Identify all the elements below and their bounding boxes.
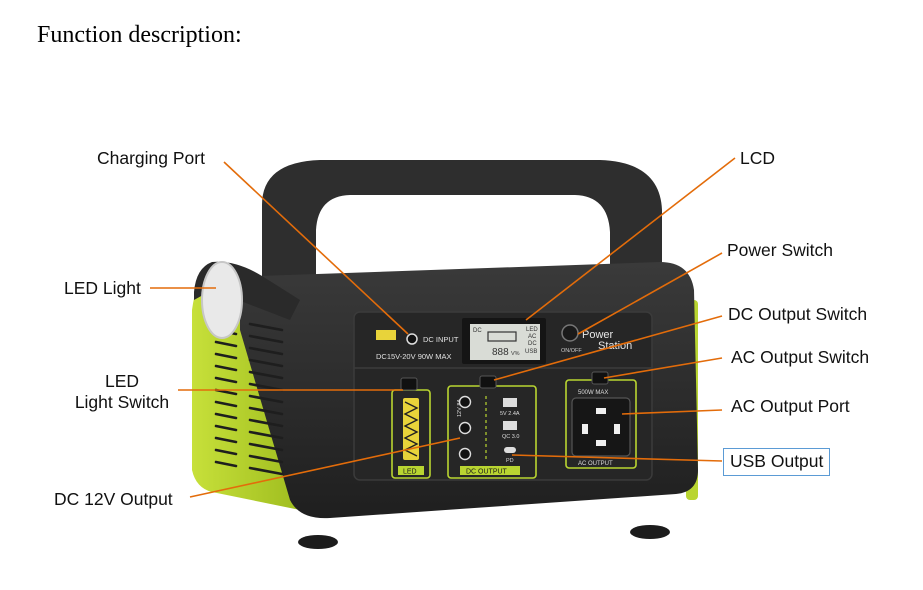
- solar-icon: [376, 330, 396, 340]
- dc-input-label: DC INPUT: [423, 335, 459, 344]
- foot: [298, 535, 338, 549]
- label-charging-port: Charging Port: [97, 148, 205, 168]
- lcd-battery-icon: [487, 331, 517, 342]
- power-button[interactable]: [561, 324, 579, 342]
- dc-input-spec: DC15V-20V 90W MAX: [376, 352, 451, 361]
- led-lamp: [201, 261, 243, 339]
- handle: [262, 160, 662, 300]
- power-station-line1: Power: [582, 329, 614, 341]
- lcd-led-label: LED: [526, 327, 538, 333]
- label-dc-12v-output: DC 12V Output: [54, 489, 173, 509]
- dc-spec: 12V 8A: [457, 399, 463, 417]
- ac-output-label: AC OUTPUT: [578, 461, 613, 467]
- led-section-label: LED: [403, 469, 417, 476]
- lcd-ac-label: AC: [528, 334, 537, 340]
- label-led-light: LED Light: [64, 278, 141, 298]
- label-led-light-switch-line2: Light Switch: [74, 392, 170, 412]
- ac-socket[interactable]: [571, 397, 631, 457]
- dc-output-label: DC OUTPUT: [466, 469, 508, 476]
- pd-label: PD: [506, 458, 514, 464]
- page-title: Function description:: [37, 22, 242, 48]
- lcd-dc2-label: DC: [528, 341, 537, 347]
- leader-lines: [150, 157, 736, 498]
- lcd-unit: V%: [511, 351, 520, 357]
- label-ac-output-port: AC Output Port: [731, 396, 850, 416]
- label-dc-output-switch: DC Output Switch: [728, 304, 868, 324]
- label-led-light-switch: LED Light Switch: [69, 371, 175, 413]
- label-lcd: LCD: [740, 148, 776, 168]
- lcd-screen: [470, 324, 540, 360]
- usb-c-port[interactable]: [504, 447, 516, 453]
- led-switch[interactable]: [400, 377, 418, 391]
- label-power-switch: Power Switch: [727, 240, 834, 260]
- label-ac-output-switch: AC Output Switch: [731, 347, 870, 367]
- lcd-dc-label: DC: [473, 328, 482, 334]
- label-usb-output: USB Output: [723, 448, 831, 476]
- dc-12v-port[interactable]: [458, 447, 472, 461]
- foot: [630, 525, 670, 539]
- dc-output-switch[interactable]: [479, 375, 497, 389]
- dc-12v-port[interactable]: [458, 421, 472, 435]
- lcd-usb-label: USB: [525, 349, 537, 355]
- lcd-digits: 888: [492, 347, 509, 358]
- led-lamp-pattern: [403, 401, 419, 457]
- charging-port-jack: [406, 333, 418, 345]
- ac-max-label: 500W MAX: [578, 390, 608, 396]
- label-led-light-switch-line1: LED: [104, 371, 140, 391]
- usb-spec-2: QC 3.0: [502, 434, 519, 440]
- dc-12v-port[interactable]: [458, 395, 472, 409]
- usb-port[interactable]: [503, 398, 517, 407]
- on-off-label: ON/OFF: [561, 348, 582, 354]
- usb-spec-1: 5V 2.4A: [500, 411, 520, 417]
- usb-port[interactable]: [503, 421, 517, 430]
